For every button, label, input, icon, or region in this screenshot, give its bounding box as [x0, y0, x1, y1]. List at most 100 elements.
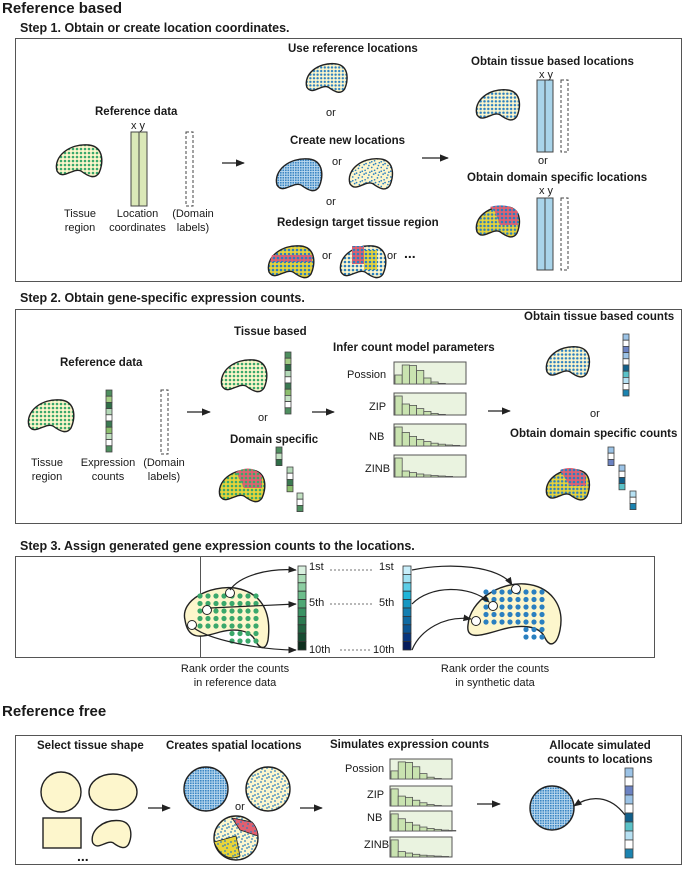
step2-panel: [15, 309, 682, 524]
red-domain-band: [270, 255, 312, 262]
count-cell: [284, 376, 292, 384]
blue-spot: [483, 604, 489, 610]
count-cell: [629, 502, 637, 510]
domain-label-column: [560, 79, 569, 153]
tissue-based-tissue: [220, 359, 268, 393]
synthetic-count-cell: [622, 389, 630, 397]
green-spot: [213, 615, 219, 622]
select-tissue-shape-label: Select tissue shape: [37, 740, 144, 752]
free-histogram-zip-bar: [426, 804, 435, 807]
count-cell: [618, 483, 626, 491]
histogram-possion-bar: [394, 374, 403, 385]
histogram-nb-bar: [394, 426, 403, 447]
histogram-zinb-bar: [444, 475, 453, 478]
histogram-zip-bar: [408, 404, 417, 416]
green-spot: [205, 623, 211, 629]
green-spot: [253, 638, 259, 644]
red-domain-column: [352, 246, 364, 264]
expression-count-cell: [105, 420, 113, 428]
allocated-count-cell: [624, 776, 634, 787]
blue-spot: [523, 634, 529, 640]
allocated-count-cell: [624, 839, 634, 850]
tissue-based-coordinate-columns: [544, 79, 554, 153]
expression-count-cell: [105, 426, 113, 434]
blue-spot: [499, 611, 505, 618]
simulates-expression-counts-label: Simulates expression counts: [330, 739, 490, 751]
histogram-zip-bar: [416, 408, 425, 416]
synthetic-count-cell: [622, 339, 630, 347]
selected-spot: [225, 588, 235, 598]
reference-free-panel: [15, 735, 682, 865]
free-histogram-zinb-bar: [433, 855, 442, 858]
rank-arrow: [229, 566, 297, 591]
histogram-zinb-bar: [394, 457, 403, 478]
step1-title: Step 1. Obtain or create location coordi…: [20, 21, 290, 35]
histogram-possion-bar: [416, 369, 425, 385]
model-label-zinb: ZINB: [365, 463, 391, 475]
green-spot: [245, 600, 251, 607]
green-spot: [213, 593, 219, 599]
blue-spot: [483, 589, 489, 595]
blue-spot: [531, 634, 537, 640]
blue-spot: [539, 589, 545, 595]
green-spot: [229, 630, 235, 637]
reference-rank-cell: [297, 574, 307, 584]
synthetic-rank-cell: [402, 582, 412, 592]
allocated-count-cell: [624, 830, 634, 841]
blue-spot: [483, 619, 489, 625]
free-histogram-zip-bar: [433, 805, 442, 807]
histogram-possion-bar: [423, 377, 432, 385]
blue-spot: [491, 619, 497, 625]
free-histogram-zip-bar: [412, 799, 421, 807]
free-model-label-zip: ZIP: [367, 789, 385, 801]
blue-spot: [499, 619, 505, 625]
green-spot: [237, 593, 243, 599]
reference-locations-tissue: [305, 62, 348, 93]
obtain-domain-specific-counts-label: Obtain domain specific counts: [510, 428, 678, 440]
green-spot: [237, 600, 243, 607]
green-spot: [253, 630, 259, 637]
reference-rank-cell: [297, 599, 307, 609]
blue-spot: [499, 604, 505, 610]
model-label-possion: Possion: [347, 369, 387, 381]
synthetic-count-cell: [622, 345, 630, 353]
green-spot: [237, 623, 243, 629]
blue-spot: [507, 611, 513, 618]
infer-count-model-label: Infer count model parameters: [333, 342, 495, 354]
blue-spot: [491, 611, 497, 618]
circle-shape: [40, 771, 82, 813]
selected-spot: [187, 620, 197, 630]
reference-rank-cell: [297, 565, 307, 575]
green-spot: [253, 615, 259, 622]
target-spot: [488, 601, 498, 611]
count-cell: [618, 476, 626, 484]
synthetic-count-cell: [622, 383, 630, 391]
blue-spot: [515, 604, 521, 610]
allocated-count-cell: [624, 821, 634, 832]
synthetic-rank-cell: [402, 607, 412, 617]
blue-spot: [523, 619, 529, 625]
blue-spot: [539, 634, 545, 640]
or-text: or: [326, 196, 336, 208]
histogram-zinb-bar: [437, 475, 446, 478]
allocate-arrow: [573, 798, 626, 816]
allocated-count-cell: [624, 785, 634, 796]
count-cell: [607, 446, 615, 454]
synthetic-count-cell: [622, 376, 630, 384]
histogram-zip-bar: [394, 395, 403, 416]
target-spot: [471, 616, 481, 626]
count-cell: [296, 504, 304, 512]
step3-title: Step 3. Assign generated gene expression…: [20, 539, 415, 553]
reference-rank-cell: [297, 641, 307, 651]
domain-label-column: [160, 389, 169, 455]
reference-rank-cell: [297, 590, 307, 601]
green-spot: [253, 593, 259, 599]
model-label-zip: ZIP: [369, 401, 387, 413]
green-spot: [197, 600, 203, 607]
green-spot: [197, 593, 203, 599]
blue-spot: [507, 604, 513, 610]
green-spot: [221, 600, 227, 607]
tissue-based-coordinate-columns: [536, 79, 546, 153]
